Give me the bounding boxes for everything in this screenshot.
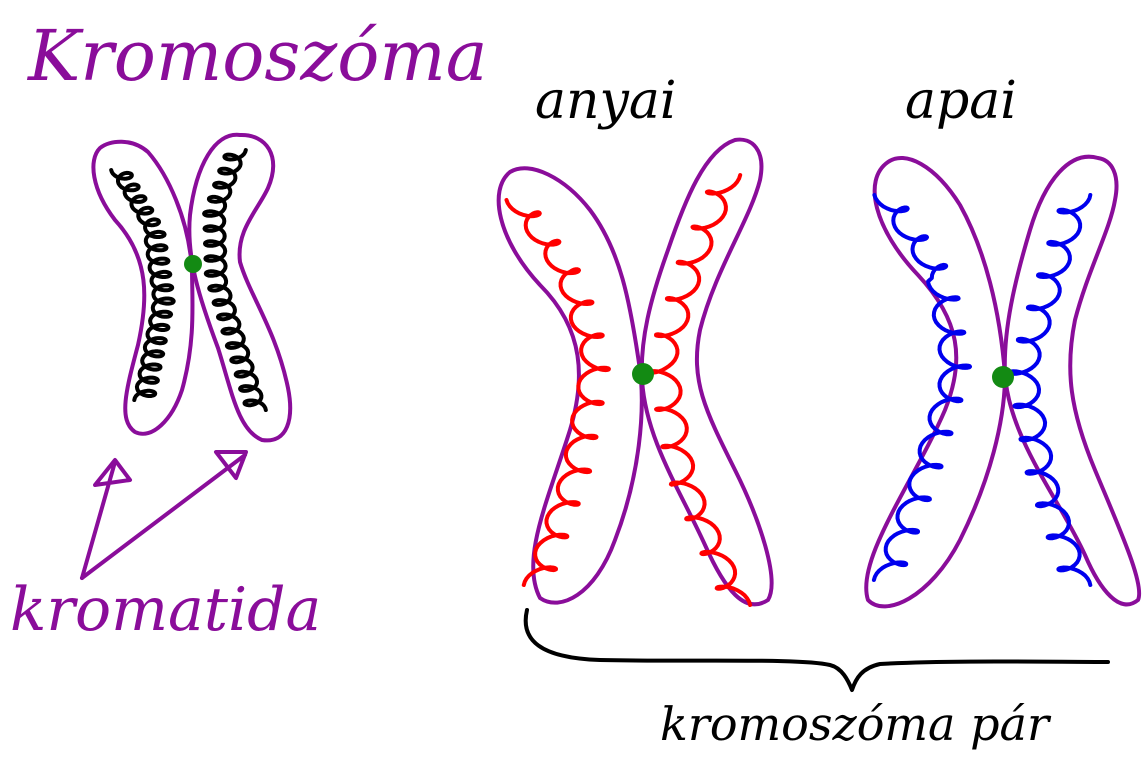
paternal-left-outline <box>866 158 1005 606</box>
maternal-chromosome <box>499 140 772 605</box>
single-chromosome <box>93 135 290 441</box>
chromatid-arrows <box>82 452 246 578</box>
maternal-left-outline <box>499 168 642 602</box>
paternal-right-dna <box>1008 195 1090 585</box>
maternal-left-dna <box>507 200 609 585</box>
maternal-label: anyai <box>535 71 677 131</box>
chromatid-right-dna <box>204 150 266 410</box>
diagram-title: Kromoszóma <box>26 15 487 97</box>
curly-brace-icon <box>526 610 1108 690</box>
centromere <box>184 255 202 273</box>
paternal-right-outline <box>1005 157 1139 605</box>
centromere <box>632 363 654 385</box>
chromatid-right-outline <box>189 135 290 441</box>
paternal-label: apai <box>905 71 1017 131</box>
chromatid-label: kromatida <box>10 575 321 645</box>
paternal-chromosome <box>866 157 1139 607</box>
centromere <box>992 366 1014 388</box>
chromosome-pair-label: kromoszóma pár <box>660 697 1052 751</box>
